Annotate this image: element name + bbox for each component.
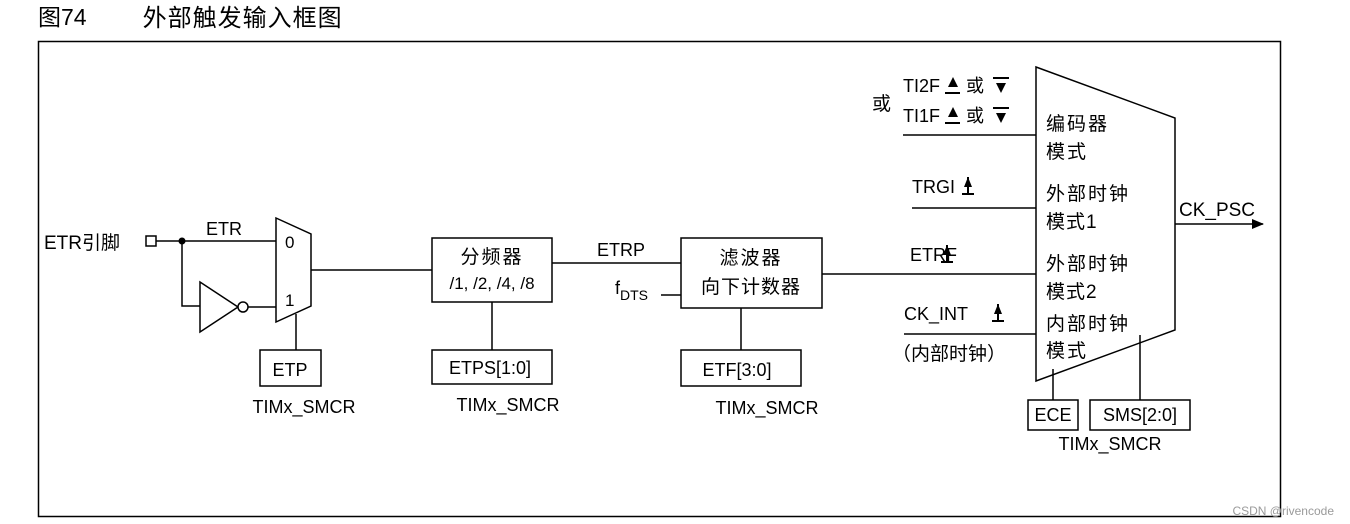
etps-label: ETPS[1:0] (449, 358, 531, 378)
etr-pin-square (145, 235, 157, 247)
ck-psc-label: CK_PSC (1179, 200, 1255, 221)
inverter-branch-wire (181, 241, 200, 307)
mode-ext1-line1: 外部时钟 (1046, 183, 1130, 205)
mode-ext2-line2: 模式2 (1046, 281, 1098, 303)
mode-int-line2: 模式 (1046, 340, 1088, 362)
polarity-mux (275, 216, 312, 324)
ckint-note: （内部时钟） (892, 343, 1006, 365)
ti2f-label: TI2F (903, 76, 940, 96)
ti1f-rising-edge-icon (948, 107, 958, 117)
etf-register-name: TIMx_SMCR (716, 398, 819, 419)
mode-int-line1: 内部时钟 (1046, 313, 1130, 335)
mode-ext1-line2: 模式1 (1046, 211, 1098, 233)
etp-register-name: TIMx_SMCR (253, 397, 356, 418)
ti1f-or: 或 (966, 106, 984, 126)
ti1f-label: TI1F (903, 106, 940, 126)
fdts-main: f (615, 278, 621, 298)
ti2f-falling-edge-icon (996, 83, 1006, 93)
figure-caption: 外部触发输入框图 (142, 3, 343, 32)
etp-label: ETP (272, 360, 307, 380)
ti1f-falling-edge-icon (996, 113, 1006, 123)
selector-register-name: TIMx_SMCR (1059, 434, 1162, 455)
etf-register-box (680, 349, 802, 387)
etr-label: ETR (206, 219, 242, 239)
sms-label: SMS[2:0] (1103, 405, 1177, 425)
sms-register-box (1089, 399, 1191, 431)
mux-input-1: 1 (285, 291, 294, 310)
etps-register-box (431, 349, 553, 385)
etps-register-name: TIMx_SMCR (457, 395, 560, 416)
figure-title: 图74 外部触发输入框图 (38, 0, 343, 32)
figure-number: 图74 (38, 4, 87, 30)
ti2f-or: 或 (966, 76, 984, 96)
inverter-bubble (237, 301, 249, 313)
filter-title: 滤波器 (719, 247, 782, 269)
prescaler-ratios: /1, /2, /4, /8 (449, 274, 534, 293)
watermark: CSDN @rivencode (1232, 504, 1334, 518)
ece-register-box (1027, 399, 1079, 431)
fdts-subscript: DTS (620, 287, 648, 303)
etf-label: ETF[3:0] (702, 360, 771, 380)
ckint-label: CK_INT (904, 304, 968, 325)
diagram-frame (37, 40, 1282, 518)
or-label: 或 (872, 93, 891, 115)
prescaler-title: 分频器 (460, 246, 523, 268)
etr-pin-label: ETR引脚 (44, 232, 120, 254)
filter-subtitle: 向下计数器 (701, 276, 801, 298)
filter-box (680, 237, 823, 309)
ece-label: ECE (1034, 405, 1071, 425)
clock-mode-selector (1035, 65, 1176, 383)
prescaler-box (431, 237, 553, 303)
etrp-label: ETRP (597, 240, 645, 260)
ti2f-rising-edge-icon (948, 77, 958, 87)
mode-encoder-line2: 模式 (1046, 141, 1088, 163)
trgi-label: TRGI (912, 177, 955, 197)
mux-input-0: 0 (285, 233, 294, 252)
mode-encoder-line1: 编码器 (1046, 113, 1109, 135)
inverter-symbol (199, 280, 240, 334)
fdts-label: fDTS (615, 278, 648, 303)
mode-ext2-line1: 外部时钟 (1046, 253, 1130, 275)
etp-register-box (259, 349, 322, 387)
